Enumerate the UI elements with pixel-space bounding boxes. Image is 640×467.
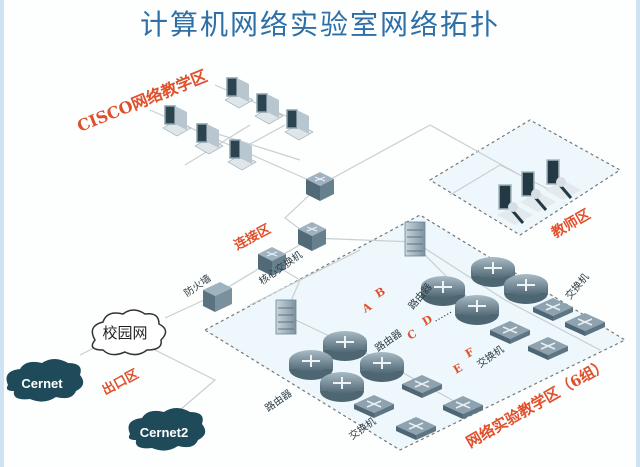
pc-icon <box>194 123 224 155</box>
cernet2-label: Cernet2 <box>140 425 188 440</box>
router-icon <box>319 371 365 403</box>
router-icon <box>503 273 549 305</box>
right-border <box>636 0 640 467</box>
pc-icon <box>284 109 314 141</box>
server-icon <box>275 299 297 335</box>
core-switch-icon <box>297 221 327 252</box>
router-icon <box>454 294 500 326</box>
switch-label: 交换机 <box>562 271 591 302</box>
pc-icon <box>224 77 254 109</box>
campus-network-label: 校园网 <box>102 324 147 342</box>
cernet2-cloud: Cernet2 <box>128 408 206 451</box>
pc-icon <box>254 93 284 125</box>
cisco-switch-icon <box>305 171 335 202</box>
exit-zone-label: 出口区 <box>99 366 141 398</box>
pc-icon <box>162 105 192 137</box>
router-label: 路由器 <box>262 387 294 415</box>
diagram-title: 计算机网络实验室网络拓扑 <box>139 8 500 41</box>
campus-cloud: 校园网 <box>91 309 167 356</box>
cernet-cloud: Cernet <box>6 359 84 402</box>
router-icon <box>359 351 405 383</box>
lab-zone <box>203 214 627 451</box>
server-icon <box>404 221 426 257</box>
cisco-zone-label: CISCO网络教学区 <box>74 66 209 135</box>
left-border <box>0 0 4 467</box>
firewall-icon <box>203 282 232 312</box>
cernet-label: Cernet <box>21 376 63 391</box>
connect-zone-label: 连接区 <box>231 221 273 253</box>
